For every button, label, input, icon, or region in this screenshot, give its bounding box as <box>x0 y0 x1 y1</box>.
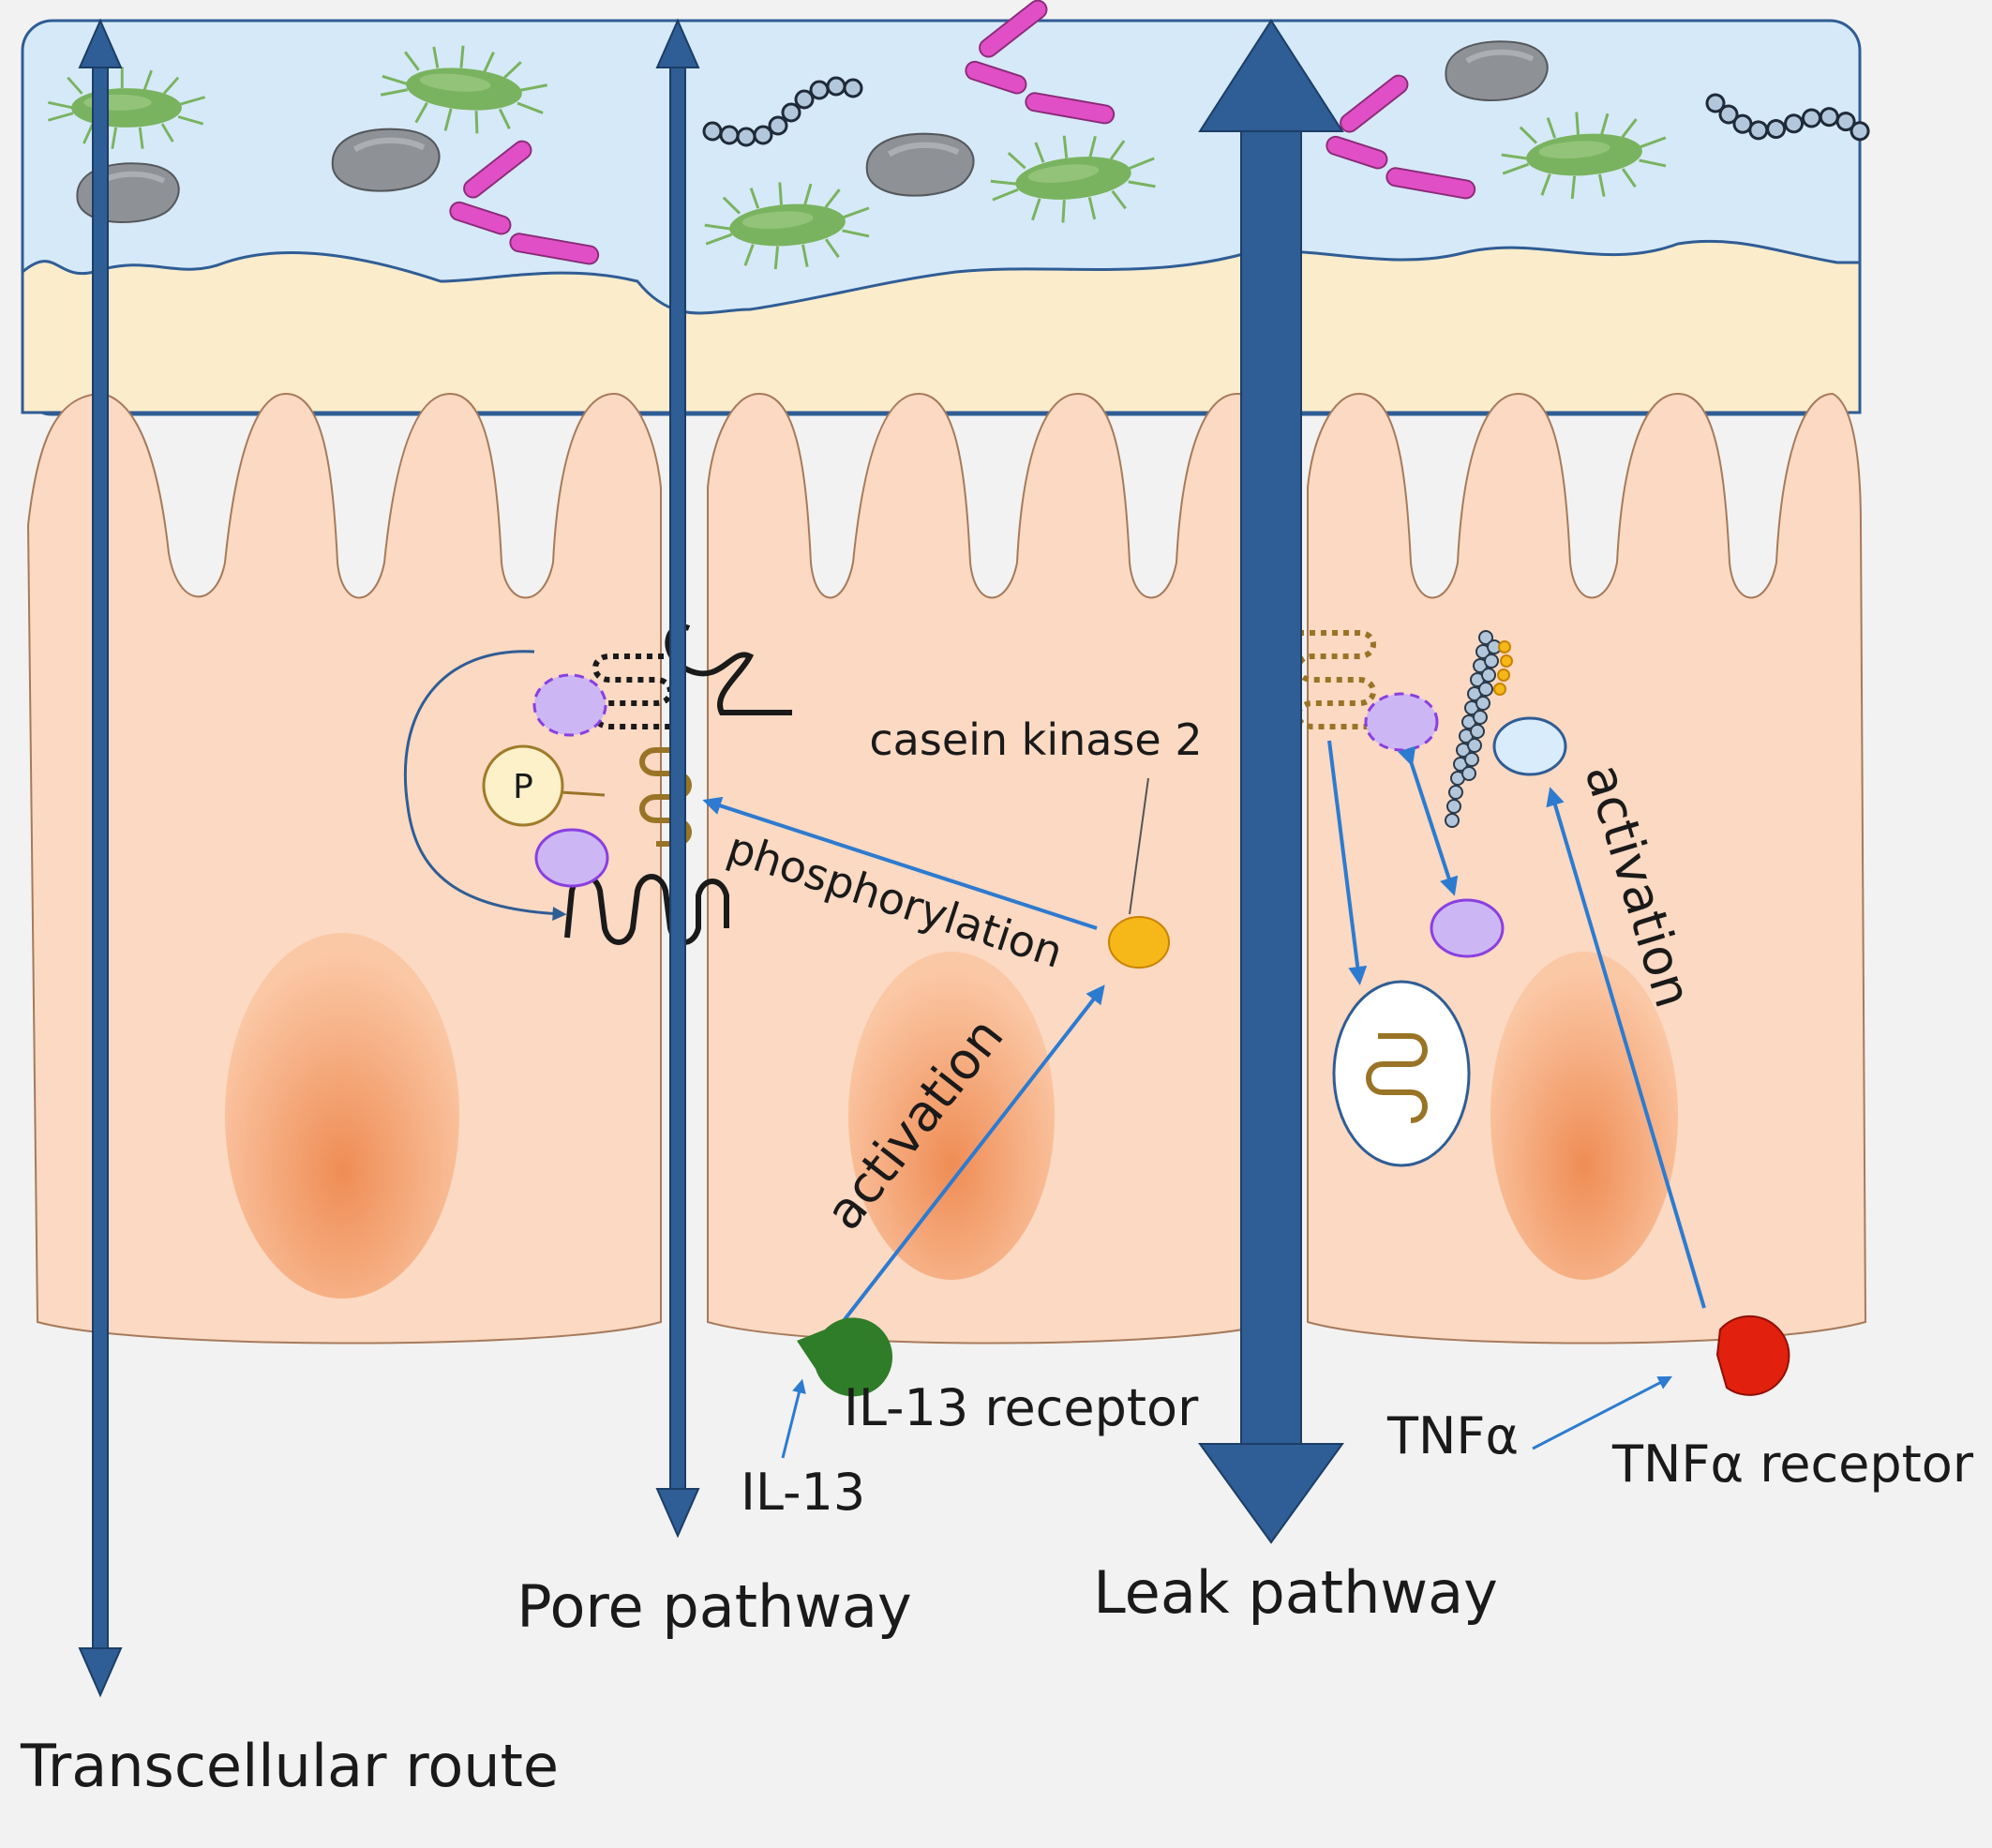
claudin-membrane-icon <box>564 874 729 945</box>
tnfa-arrow <box>1532 1375 1672 1450</box>
vesicle-icon <box>1332 980 1471 1167</box>
endocytosis-arrow <box>1327 740 1368 985</box>
protein-dashed-icon <box>1364 692 1439 752</box>
activation-arrow-tnf <box>1546 787 1706 1309</box>
phosphate-icon <box>482 744 564 827</box>
pore-arrow <box>655 18 700 1539</box>
mlck-icon <box>1492 716 1567 776</box>
leak-arrow <box>1198 19 1344 1544</box>
leak-pathway-label: Leak pathway <box>1093 1558 1498 1627</box>
recycling-arrow <box>403 650 567 921</box>
il13-receptor-icon <box>797 1317 893 1397</box>
il13-arrow <box>781 1378 806 1459</box>
pore-pathway-label: Pore pathway <box>517 1572 911 1641</box>
protein-icon <box>534 828 609 888</box>
tnf-signaling: TNFα TNFα receptor <box>1386 1315 1974 1494</box>
tnfa-receptor-icon <box>1715 1315 1790 1396</box>
casein-pointer <box>1129 777 1149 915</box>
transcellular-label: Transcellular route <box>20 1732 559 1800</box>
activation-arrow-il13 <box>837 984 1105 1329</box>
claudin-phosphorylated-icon <box>639 747 692 847</box>
nucleus-left <box>225 933 459 1299</box>
phospho-beads <box>1493 640 1513 696</box>
phosphate-label: P <box>513 768 533 806</box>
protein-dashed-icon <box>532 673 607 737</box>
myosin-filament-icon <box>1445 630 1502 828</box>
nucleus-middle <box>848 952 1055 1280</box>
il13-label: IL-13 <box>741 1463 865 1522</box>
casein-kinase-icon <box>1108 916 1170 969</box>
transcellular-arrow <box>78 18 123 1698</box>
tnfa-receptor-label: TNFα receptor <box>1611 1435 1974 1494</box>
grey-microbe-icon <box>867 134 974 196</box>
tnfa-label: TNFα <box>1386 1406 1519 1465</box>
cell-left <box>26 392 662 1345</box>
grey-microbe-icon <box>333 129 440 191</box>
casein-kinase-label: casein kinase 2 <box>869 714 1202 765</box>
internalized-claudin-icon <box>1366 1033 1428 1123</box>
protein-icon <box>1430 898 1505 958</box>
pathway-arrows <box>78 18 1344 1698</box>
nucleus-right <box>1490 952 1678 1280</box>
mucus-layer <box>21 239 1862 414</box>
occludin-icon <box>665 624 792 715</box>
exchange-arrow <box>1398 745 1459 896</box>
il13-receptor-label: IL-13 receptor <box>844 1378 1199 1437</box>
phospho-link <box>560 790 606 797</box>
left-junction: P <box>403 624 792 945</box>
grey-microbe-icon <box>1445 41 1547 100</box>
phosphorylation-arrow <box>702 796 1098 930</box>
